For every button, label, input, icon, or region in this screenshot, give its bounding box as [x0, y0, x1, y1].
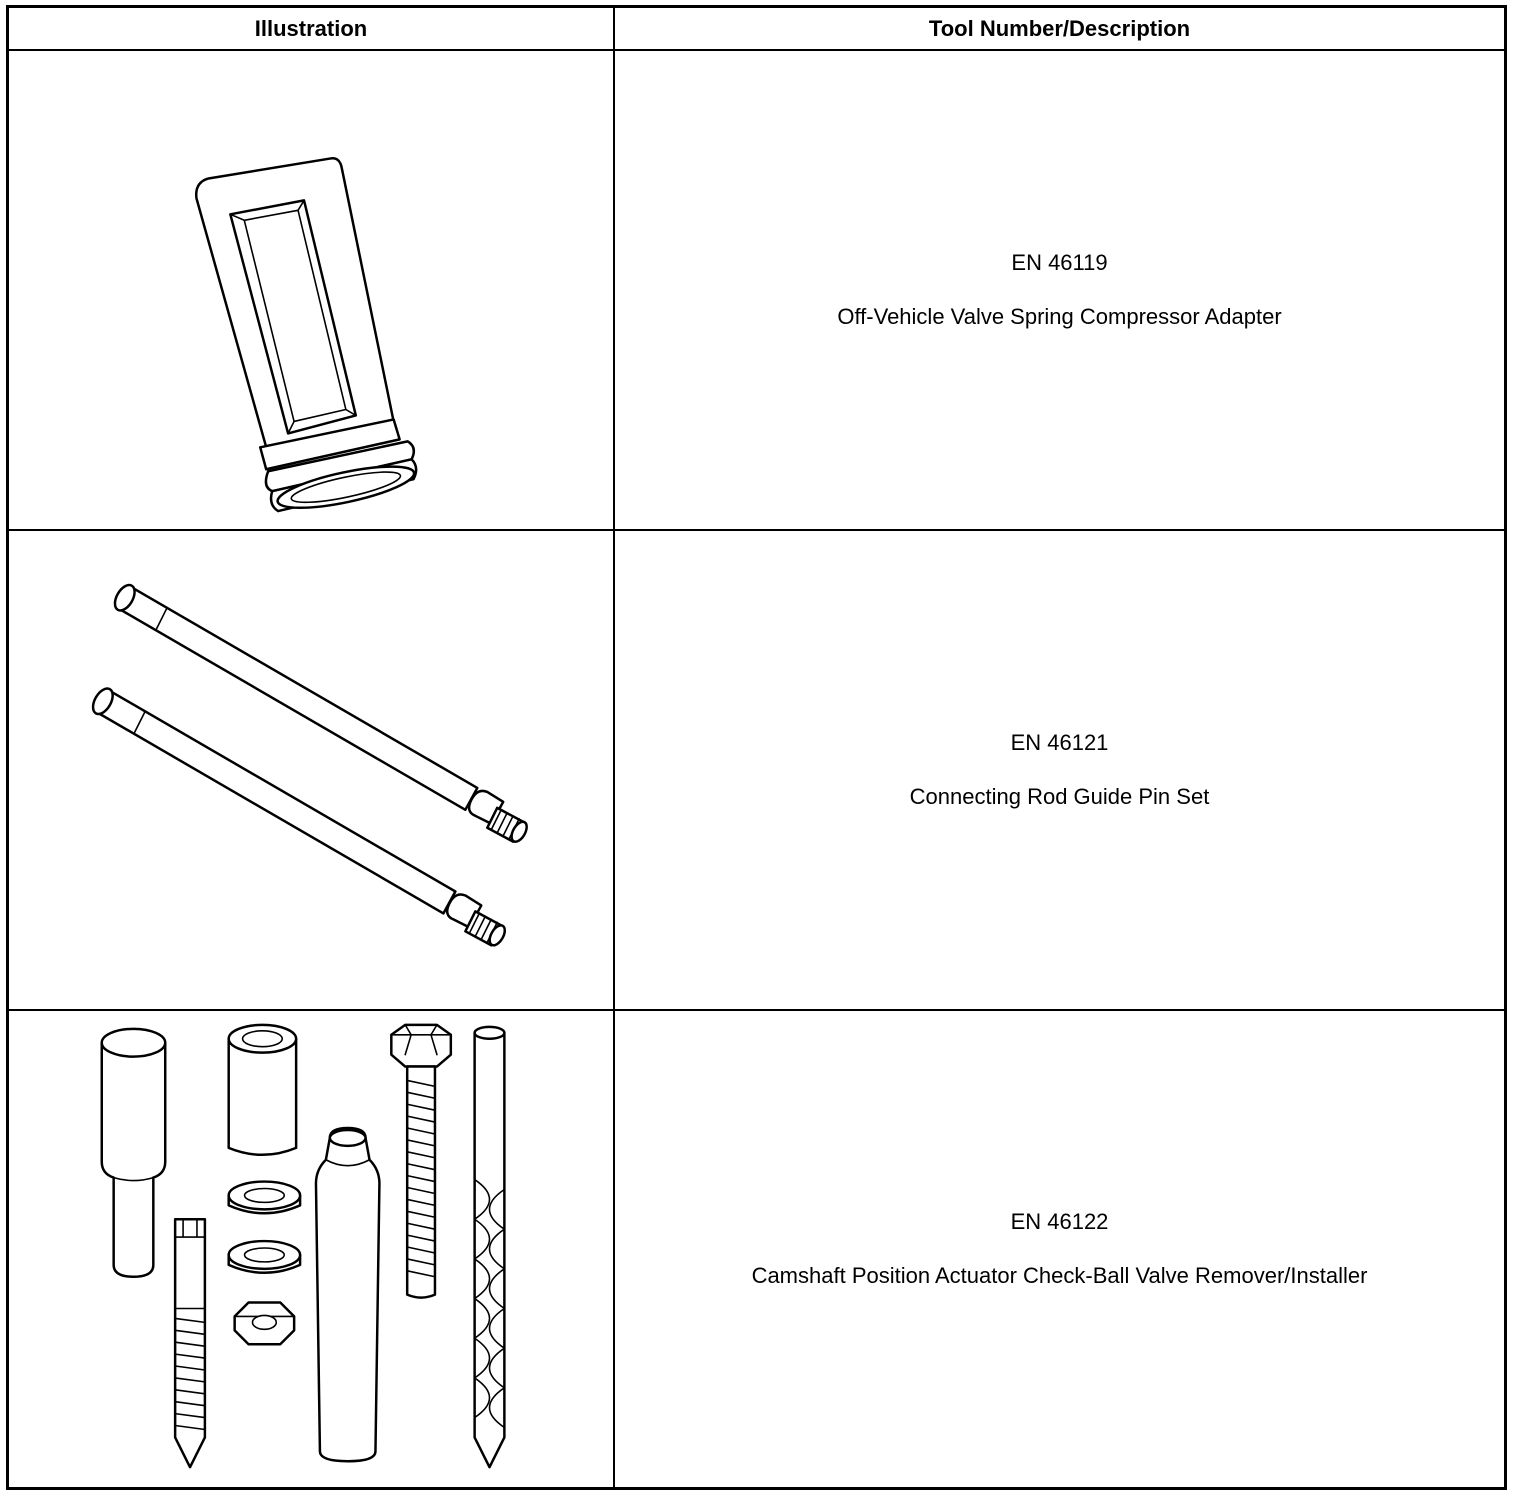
header-illustration: Illustration	[9, 8, 615, 51]
handle-icon	[314, 1126, 381, 1463]
valve-spring-compressor-adapter-icon	[194, 157, 418, 513]
washer-icon	[227, 1180, 302, 1215]
tool-number: EN 46122	[1010, 1209, 1109, 1234]
guide-pin-upper	[113, 583, 528, 843]
tool-number: EN 46119	[1011, 250, 1108, 275]
tool-cell-3: EN 46122 Camshaft Position Actuator Chec…	[615, 1011, 1504, 1487]
guide-pin-lower	[91, 687, 507, 947]
tool-number: EN 46121	[1010, 730, 1109, 755]
sleeve-icon	[227, 1023, 298, 1156]
tool-description: Connecting Rod Guide Pin Set	[909, 784, 1210, 809]
tool-description: Camshaft Position Actuator Check-Ball Va…	[751, 1263, 1368, 1288]
tool-description: Off-Vehicle Valve Spring Compressor Adap…	[837, 304, 1282, 329]
header-tool-label: Tool Number/Description	[928, 15, 1191, 41]
stepped-driver-icon	[100, 1027, 167, 1279]
nut-icon	[233, 1301, 296, 1346]
drill-bit-icon	[473, 1025, 506, 1469]
tap-icon	[173, 1218, 207, 1469]
illustration-cell-1	[9, 51, 615, 531]
tool-cell-1: EN 46119 Off-Vehicle Valve Spring Compre…	[615, 51, 1504, 531]
header-tool-description: Tool Number/Description	[615, 8, 1504, 51]
check-ball-valve-remover-installer-kit-icon	[100, 1023, 506, 1469]
bolt-icon	[390, 1023, 453, 1299]
illustration-cell-2	[9, 531, 615, 1011]
header-illustration-label: Illustration	[254, 15, 368, 41]
washer-icon	[227, 1239, 302, 1274]
tool-table: Illustration Tool Number/Description EN …	[6, 5, 1507, 1490]
illustration-cell-3	[9, 1011, 615, 1487]
tool-cell-2: EN 46121 Connecting Rod Guide Pin Set	[615, 531, 1504, 1011]
connecting-rod-guide-pin-set-icon	[91, 583, 528, 947]
